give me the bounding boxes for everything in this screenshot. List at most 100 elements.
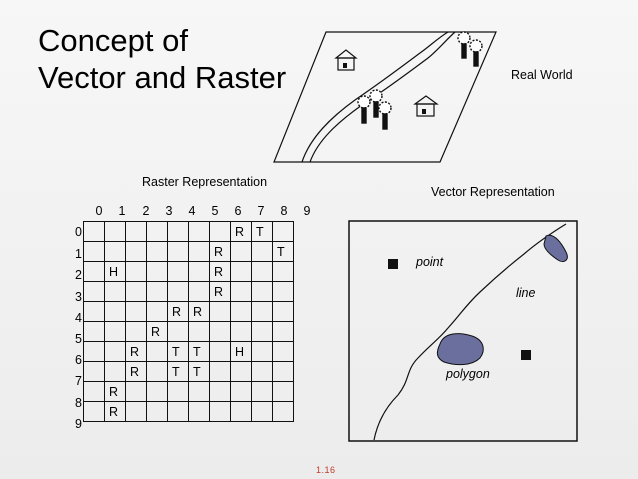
raster-cell — [251, 381, 273, 402]
raster-cell: R — [188, 301, 210, 322]
raster-cell — [125, 221, 147, 242]
raster-cell: T — [188, 341, 210, 362]
terrain-parallelogram — [273, 31, 497, 163]
raster-cell — [209, 381, 231, 402]
raster-cell — [167, 381, 189, 402]
river-line — [373, 223, 567, 441]
raster-cell — [104, 321, 126, 342]
raster-cell: R — [230, 221, 252, 242]
raster-cell — [230, 281, 252, 302]
raster-cell — [83, 261, 105, 282]
column-index: 5 — [211, 204, 219, 218]
raster-cell — [230, 301, 252, 322]
raster-cell — [230, 321, 252, 342]
raster-cell — [104, 341, 126, 362]
raster-cell: T — [251, 221, 273, 242]
raster-cell: T — [167, 341, 189, 362]
raster-cell — [125, 381, 147, 402]
raster-cell — [272, 281, 294, 302]
raster-cell — [146, 281, 168, 302]
title-line-1: Concept of — [38, 23, 188, 58]
raster-cell — [146, 341, 168, 362]
raster-cell — [104, 221, 126, 242]
house-icon — [413, 95, 439, 117]
polygon-label: polygon — [446, 367, 490, 381]
row-index: 3 — [75, 290, 82, 304]
raster-cell — [167, 261, 189, 282]
raster-cell — [209, 341, 231, 362]
page-number: 1.16 — [316, 465, 336, 475]
raster-cell — [188, 321, 210, 342]
column-index: 6 — [234, 204, 242, 218]
raster-cell — [125, 281, 147, 302]
raster-cell — [188, 241, 210, 262]
raster-cell — [146, 361, 168, 382]
raster-cell — [83, 241, 105, 262]
raster-cell: R — [167, 301, 189, 322]
row-index: 5 — [75, 332, 82, 346]
raster-cell: R — [125, 361, 147, 382]
raster-cell — [209, 301, 231, 322]
raster-cell — [188, 381, 210, 402]
tree-icon — [469, 39, 483, 67]
column-index: 7 — [257, 204, 265, 218]
raster-cell — [146, 381, 168, 402]
row-index: 1 — [75, 247, 82, 261]
raster-cell: R — [104, 401, 126, 422]
raster-cell — [146, 241, 168, 262]
raster-cell — [125, 301, 147, 322]
raster-cell — [167, 401, 189, 422]
raster-cell: R — [209, 241, 231, 262]
vector-representation-label: Vector Representation — [431, 185, 555, 199]
raster-cell — [209, 321, 231, 342]
raster-cell — [83, 281, 105, 302]
raster-cell — [209, 361, 231, 382]
raster-cell — [272, 301, 294, 322]
column-index: 9 — [303, 204, 311, 218]
tree-icon — [369, 89, 383, 118]
raster-cell — [83, 401, 105, 422]
raster-cell — [251, 281, 273, 302]
point-marker-icon — [521, 350, 531, 360]
raster-cell — [251, 261, 273, 282]
raster-cell — [272, 401, 294, 422]
row-index: 0 — [75, 225, 82, 239]
raster-cell — [251, 301, 273, 322]
column-index: 8 — [280, 204, 288, 218]
raster-cell: R — [209, 261, 231, 282]
raster-cell — [104, 361, 126, 382]
raster-cell — [167, 241, 189, 262]
raster-cell — [146, 261, 168, 282]
line-label: line — [516, 286, 536, 300]
vector-representation-panel — [348, 220, 578, 442]
house-icon — [334, 49, 358, 71]
row-index: 9 — [75, 417, 82, 431]
raster-cell — [167, 321, 189, 342]
raster-cell — [104, 241, 126, 262]
point-label: point — [416, 255, 444, 269]
raster-row: R — [83, 381, 294, 402]
river-bank-left — [301, 31, 449, 163]
raster-cell — [272, 261, 294, 282]
river-bank-right — [309, 31, 456, 163]
raster-cell — [251, 321, 273, 342]
column-index: 0 — [95, 204, 103, 218]
raster-cell: T — [167, 361, 189, 382]
raster-cell — [125, 261, 147, 282]
raster-row: R — [83, 401, 294, 422]
raster-cell — [146, 221, 168, 242]
slide-title: Concept of Vector and Raster — [38, 22, 286, 96]
point-marker-icon — [388, 259, 398, 269]
raster-cell — [272, 381, 294, 402]
raster-cell: H — [230, 341, 252, 362]
polygon-shape-small — [543, 234, 568, 263]
raster-cell: R — [104, 381, 126, 402]
raster-cell — [125, 241, 147, 262]
raster-cell — [230, 381, 252, 402]
row-index: 2 — [75, 268, 82, 282]
